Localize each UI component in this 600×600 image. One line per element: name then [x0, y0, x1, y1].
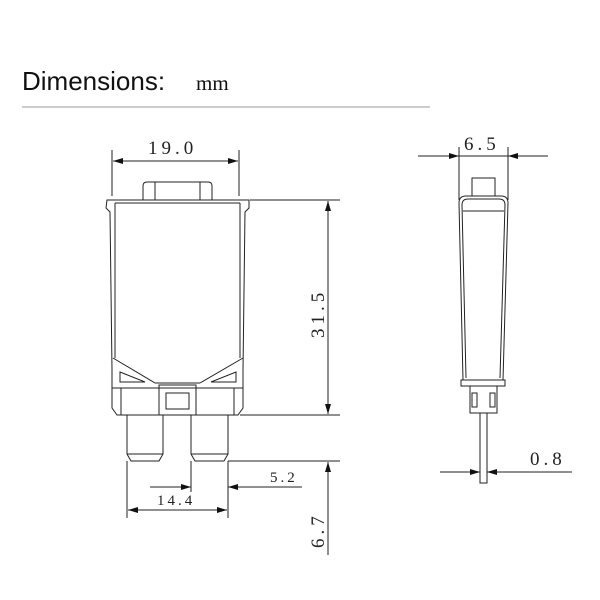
- left-triangle: [119, 371, 146, 383]
- front-dimensions: [111, 150, 340, 555]
- side-button: [471, 177, 496, 197]
- left-diagonal: [112, 357, 156, 384]
- unit-label: mm: [196, 71, 229, 95]
- side-body-outer: [458, 195, 509, 381]
- width-label: 19.0: [148, 138, 197, 159]
- height-label: 31.5: [308, 289, 329, 338]
- front-view: [105, 181, 250, 462]
- side-blade: [479, 412, 488, 484]
- bottom-flange: [111, 387, 244, 416]
- title: Dimensions:: [22, 66, 166, 96]
- side-flange: [460, 379, 506, 387]
- side-view: [458, 177, 509, 484]
- thickness-label: 6.5: [464, 134, 500, 155]
- right-triangle: [210, 371, 237, 383]
- left-blade: [126, 415, 164, 462]
- side-connector: [469, 385, 498, 414]
- blade-width-label: 5.2: [270, 470, 298, 486]
- blade-span-label: 14.4: [157, 493, 195, 509]
- right-blade: [190, 415, 229, 462]
- top-tab: [142, 181, 213, 200]
- center-box: [158, 384, 197, 416]
- blade-length-label: 6.7: [308, 512, 329, 548]
- blade-thickness-label: 0.8: [530, 449, 566, 470]
- status-window: [165, 392, 190, 410]
- body-outline: [105, 199, 250, 389]
- right-diagonal: [199, 357, 244, 384]
- side-dimensions: [418, 147, 572, 475]
